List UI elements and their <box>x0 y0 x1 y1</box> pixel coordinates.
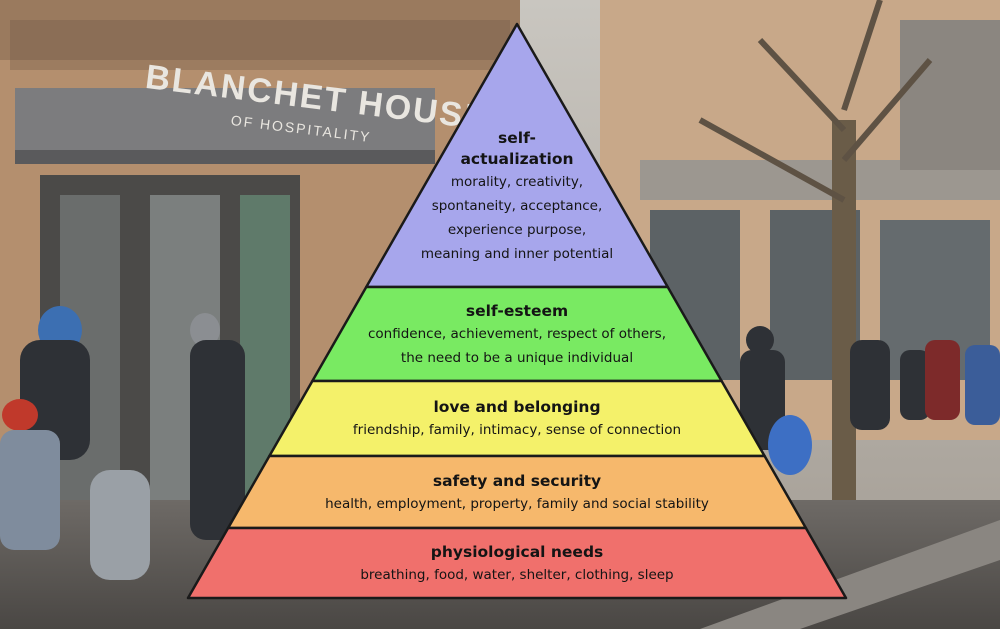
tier-self-esteem-text: self-esteem confidence, achievement, resp… <box>257 301 777 370</box>
tier-physiological-band <box>186 526 848 600</box>
tier-self-actualization-description: morality, creativity,spontaneity, accept… <box>420 174 614 262</box>
tier-love-belonging-text: love and belonging friendship, family, in… <box>257 397 777 442</box>
tier-self-esteem-title: self-esteem <box>465 301 569 320</box>
tier-safety-security-title: safety and security <box>432 471 602 490</box>
tier-love-belonging-description: friendship, family, intimacy, sense of c… <box>352 422 682 438</box>
tier-physiological-description: breathing, food, water, shelter, clothin… <box>360 566 674 583</box>
tier-self-esteem-description: confidence, achievement, respect of othe… <box>367 325 667 366</box>
tier-self-actualization-text: self-actualization morality, creativity,s… <box>257 128 777 266</box>
entrance-canopy <box>15 88 435 158</box>
people-silhouettes <box>0 306 1000 580</box>
tier-physiological-title: physiological needs <box>430 542 604 561</box>
tier-love-belonging-title: love and belonging <box>433 398 601 416</box>
tier-physiological-text: physiological needs breathing, food, wate… <box>257 542 777 587</box>
tree-trunk <box>832 120 856 540</box>
tier-self-actualization-title: self-actualization <box>460 129 574 168</box>
tier-safety-security-description: health, employment, property, family and… <box>325 495 709 512</box>
tier-safety-security-text: safety and security health, employment, p… <box>257 471 777 516</box>
